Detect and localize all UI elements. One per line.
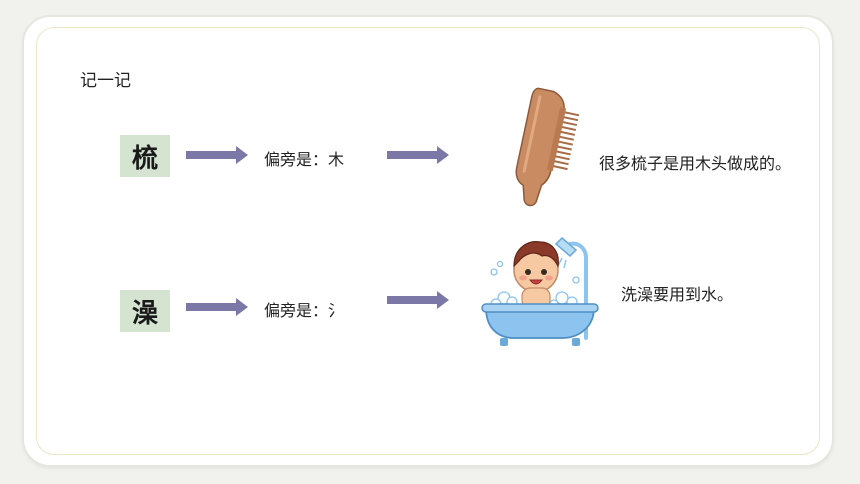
- character-box-shu: 梳: [120, 135, 170, 177]
- radical-label-zao: 偏旁是：氵: [264, 301, 345, 320]
- slide-card-border: [36, 27, 820, 455]
- slide-card: [24, 17, 832, 465]
- page-title: 记一记: [80, 71, 131, 91]
- arrow-right-icon: [186, 298, 248, 316]
- bathtub-icon: [481, 236, 599, 346]
- comb-icon: [515, 87, 580, 207]
- arrow-right-icon: [387, 146, 449, 164]
- character-box-zao: 澡: [120, 290, 170, 332]
- description-shu: 很多梳子是用木头做成的。: [599, 154, 792, 173]
- description-zao: 洗澡要用到水。: [621, 285, 734, 304]
- arrow-right-icon: [186, 146, 248, 164]
- radical-label-shu: 偏旁是：木: [264, 150, 345, 169]
- arrow-right-icon: [387, 291, 449, 309]
